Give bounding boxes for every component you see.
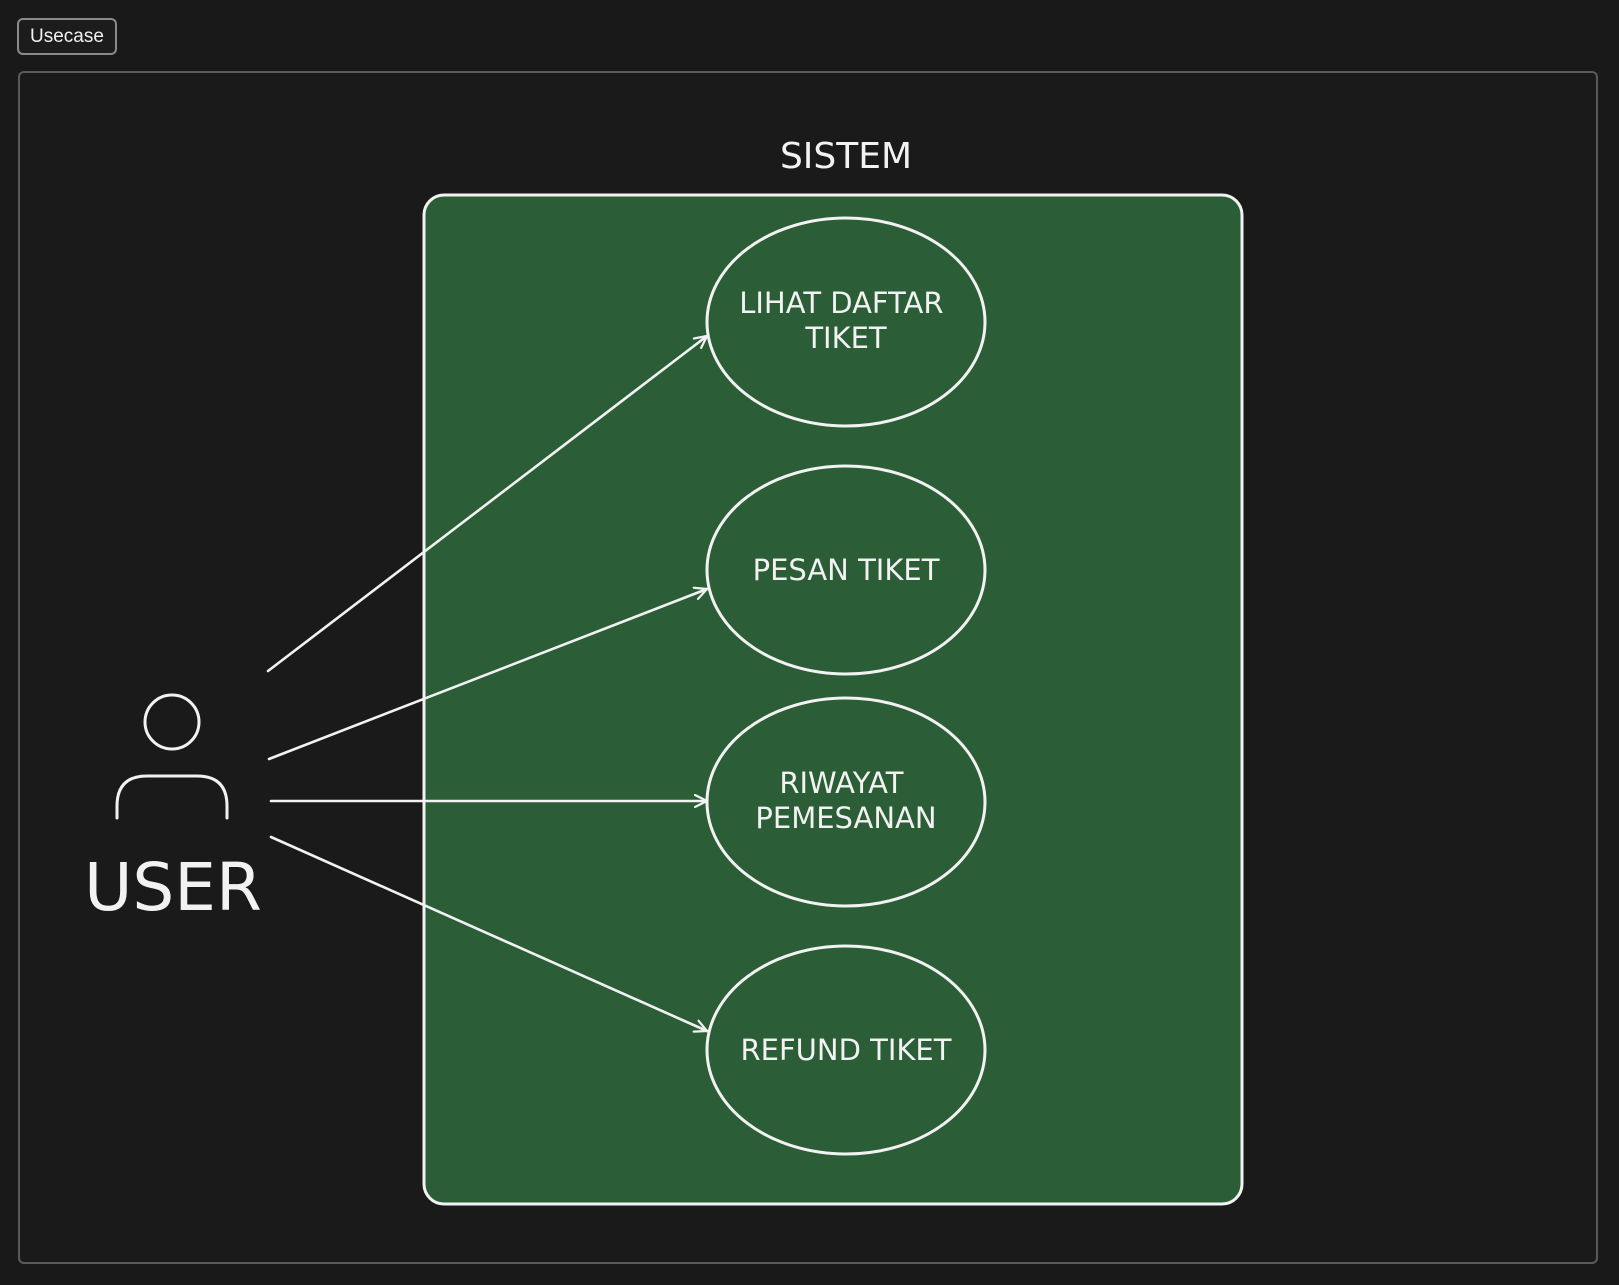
actor-body-icon	[115, 774, 229, 820]
association-arrow-refund-tiket[interactable]	[269, 835, 709, 1031]
use-case-label: LIHAT DAFTAR TIKET	[739, 286, 953, 355]
association-arrow-pesan-tiket[interactable]	[267, 589, 709, 761]
use-case-label-line: TIKET	[804, 321, 887, 355]
use-case-label-line: REFUND TIKET	[741, 1033, 952, 1067]
use-case-label-line: RIWAYAT	[779, 766, 903, 800]
use-case-label-line: PESAN TIKET	[753, 553, 940, 587]
use-case-ellipse	[705, 944, 987, 1156]
use-case-lihat-daftar-tiket[interactable]: LIHAT DAFTAR TIKET	[705, 216, 987, 428]
use-case-label: REFUND TIKET	[741, 1033, 952, 1067]
use-case-label-line: PEMESANAN	[755, 801, 936, 835]
actor-label: USER	[84, 849, 262, 926]
use-case-ellipse	[705, 216, 987, 428]
use-case-pesan-tiket[interactable]: PESAN TIKET	[705, 464, 987, 676]
use-case-label: RIWAYAT PEMESANAN	[755, 766, 936, 835]
frame-title-tab[interactable]: Usecase	[17, 18, 117, 55]
use-case-riwayat-pemesanan[interactable]: RIWAYAT PEMESANAN	[705, 696, 987, 908]
use-case-refund-tiket[interactable]: REFUND TIKET	[705, 944, 987, 1156]
actor-user[interactable]: USER	[84, 693, 262, 926]
use-case-label: PESAN TIKET	[753, 553, 940, 587]
association-arrow-lihat-daftar-tiket[interactable]	[266, 334, 709, 673]
system-title: SISTEM	[780, 136, 912, 177]
actor-head-icon	[143, 693, 201, 751]
use-case-label-line: LIHAT DAFTAR	[739, 286, 943, 320]
use-case-ellipse	[705, 464, 987, 676]
